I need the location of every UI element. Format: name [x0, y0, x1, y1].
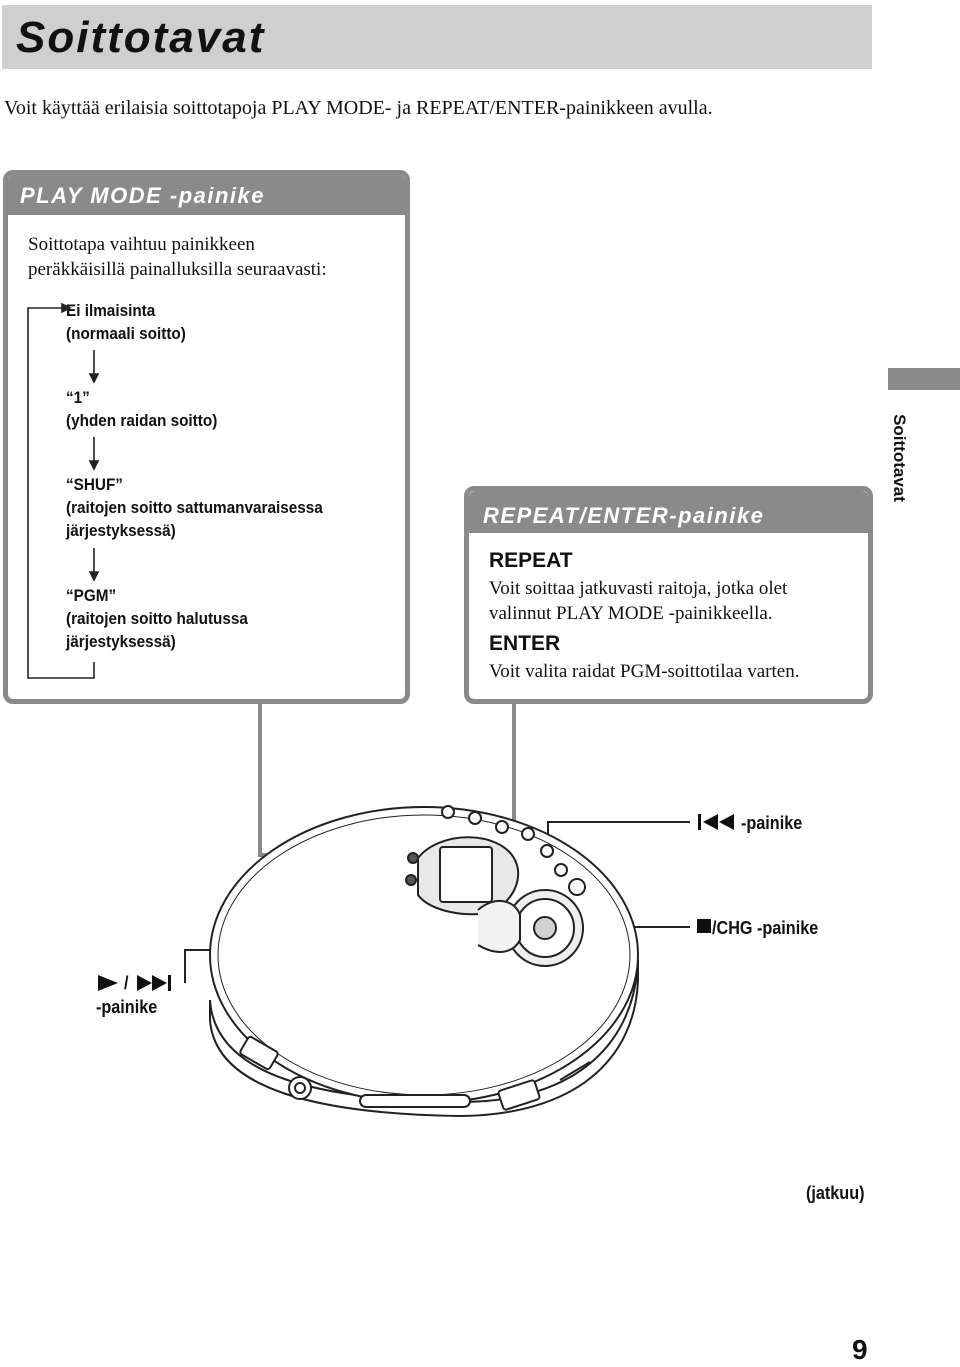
hold-switch: [239, 1035, 279, 1071]
enter-description: Voit valita raidat PGM-soittotilaa varte…: [489, 659, 799, 684]
repeat-button: [405, 874, 417, 886]
mode-name: “PGM”: [66, 586, 117, 605]
device-rim: [209, 959, 639, 1118]
mode-repeat-one: “1” (yhden raidan soitto): [66, 386, 217, 432]
rim-detail: [559, 1061, 591, 1081]
mode-desc: järjestyksessä): [66, 632, 176, 651]
mode-name: “SHUF”: [66, 475, 123, 494]
arrow-head: [61, 302, 72, 314]
prev-button-label: -painike: [741, 813, 803, 833]
mode-desc: (normaali soitto): [66, 324, 186, 343]
top-button: [554, 863, 568, 877]
prev-bar-icon: [698, 814, 701, 830]
mode-normal: Ei ilmaisinta (normaali soitto): [66, 299, 186, 345]
stop-button-label: /CHG -painike: [712, 918, 819, 938]
stop-square-icon: [697, 919, 711, 933]
repeat-description: Voit soittaa jatkuvasti raitoja, jotka o…: [489, 576, 787, 626]
control-center-button: [533, 916, 557, 940]
mode-shuffle: “SHUF” (raitojen soitto sattumanvaraises…: [66, 473, 323, 542]
headphone-jack-inner: [294, 1082, 306, 1094]
prev-arrow-icon: [719, 814, 734, 830]
repeat-enter-heading: REPEAT/ENTER-painike: [469, 491, 868, 533]
display-screen: [439, 846, 493, 903]
play-mode-box: PLAY MODE -painike Soittotapa vaihtuu pa…: [3, 170, 410, 704]
enter-label: ENTER: [489, 632, 561, 655]
play-mode-heading: PLAY MODE -painike: [8, 175, 405, 215]
mode-program: “PGM” (raitojen soitto halutussa järjest…: [66, 584, 248, 653]
next-arrow-icon: [137, 975, 152, 991]
mode-name: Ei ilmaisinta: [66, 301, 156, 320]
play-mode-description: Soittotapa vaihtuu painikkeen peräkkäisi…: [28, 232, 327, 282]
top-button: [568, 878, 586, 896]
next-arrow-icon: [152, 975, 167, 991]
top-button: [521, 827, 535, 841]
repeat-enter-box: REPEAT/ENTER-painike REPEAT Voit soittaa…: [464, 486, 873, 704]
intro-text: Voit käyttää erilaisia soittotapoja PLAY…: [4, 97, 713, 119]
play-slash-label: /: [124, 973, 129, 993]
section-tab: [888, 368, 960, 390]
top-button: [540, 844, 554, 858]
page-number: 9: [852, 1334, 868, 1365]
volume-dial: [359, 1094, 471, 1108]
desc-line: valinnut PLAY MODE -painikkeella.: [489, 603, 773, 624]
mode-desc: järjestyksessä): [66, 521, 176, 540]
top-button: [468, 811, 482, 825]
mode-desc: (yhden raidan soitto): [66, 411, 218, 430]
mode-name: “1”: [66, 388, 90, 407]
mode-cycle-arrows: [27, 302, 100, 679]
continued-note: (jatkuu): [806, 1183, 865, 1203]
top-button: [441, 805, 455, 819]
loop-arrow: [27, 307, 95, 679]
title-bar: Soittotavat: [2, 5, 872, 69]
mode-desc: (raitojen soitto sattumanvaraisessa: [66, 498, 323, 517]
callout-icons: [98, 814, 734, 991]
dc-in-port: [497, 1079, 541, 1111]
cd-player: [209, 805, 639, 1118]
next-bar-icon: [168, 975, 171, 991]
repeat-label: REPEAT: [489, 549, 573, 572]
desc-line: peräkkäisillä painalluksilla seuraavasti…: [28, 259, 327, 280]
desc-line: Soittotapa vaihtuu painikkeen: [28, 234, 255, 255]
control-bridge: [477, 900, 521, 953]
top-button: [495, 820, 509, 834]
mode-desc: (raitojen soitto halutussa: [66, 609, 248, 628]
prev-arrow-icon: [703, 814, 718, 830]
page-title: Soittotavat: [16, 13, 266, 62]
play-triangle-icon: [98, 975, 118, 991]
play-button-label: -painike: [96, 997, 158, 1017]
play-mode-button: [407, 852, 419, 864]
desc-line: Voit valita raidat PGM-soittotilaa varte…: [489, 661, 800, 682]
desc-line: Voit soittaa jatkuvasti raitoja, jotka o…: [489, 578, 788, 599]
